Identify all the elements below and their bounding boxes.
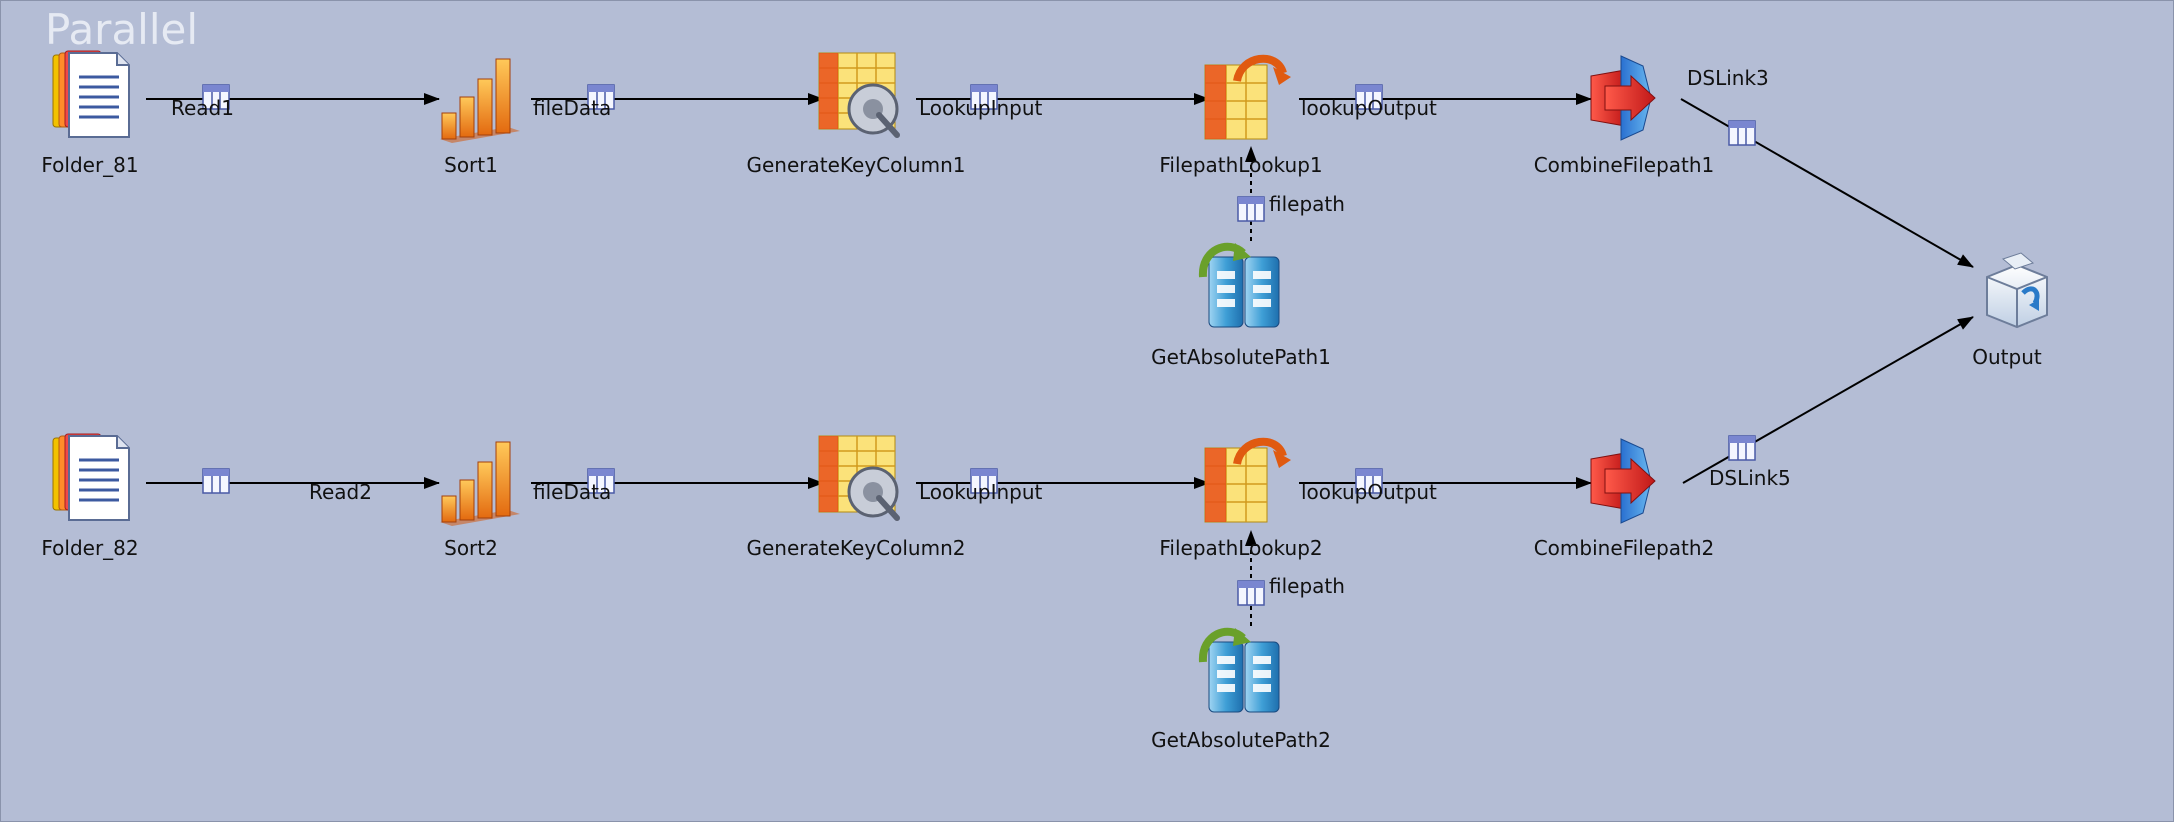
stage-getabsolutepath2[interactable]: GetAbsolutePath2 xyxy=(1151,628,1331,752)
sort-stage-icon[interactable] xyxy=(439,58,521,144)
link-sort1-to-generatekeycolumn1[interactable]: fileData xyxy=(531,84,824,120)
stage-folder-82[interactable]: Folder_82 xyxy=(41,432,139,560)
link-table-icon[interactable] xyxy=(202,468,230,494)
lookup-stage-icon[interactable] xyxy=(1205,442,1291,522)
key-generator-stage-icon[interactable] xyxy=(819,53,897,135)
stage-label: GenerateKeyColumn2 xyxy=(747,536,966,560)
link-generatekeycolumn1-to-filepathlookup1[interactable]: LookupInput xyxy=(916,84,1210,120)
stage-filepathlookup1[interactable]: FilepathLookup1 xyxy=(1159,59,1323,177)
link-line[interactable] xyxy=(1680,98,1974,268)
stage-generatekeycolumn1[interactable]: GenerateKeyColumn1 xyxy=(747,53,966,177)
link-generatekeycolumn2-to-filepathlookup2[interactable]: LookupInput xyxy=(916,468,1210,504)
stage-label: Sort1 xyxy=(444,153,498,177)
stage-sort1[interactable]: Sort1 xyxy=(439,58,521,177)
stage-combinefilepath1[interactable]: CombineFilepath1 xyxy=(1534,55,1715,177)
link-label: fileData xyxy=(533,480,611,504)
link-label: Read2 xyxy=(309,480,372,504)
link-table-icon[interactable] xyxy=(1728,435,1756,461)
link-label: lookupOutput xyxy=(1301,480,1437,504)
stage-label: FilepathLookup1 xyxy=(1159,153,1322,177)
funnel-stage-icon[interactable] xyxy=(1590,55,1656,141)
link-label: fileData xyxy=(533,96,611,120)
link-label: LookupInput xyxy=(919,96,1043,120)
link-getabsolutepath2-to-filepathlookup2[interactable]: filepath xyxy=(1237,530,1345,626)
link-filepathlookup2-to-combinefilepath2[interactable]: lookupOutput xyxy=(1299,468,1592,504)
link-label: LookupInput xyxy=(919,480,1043,504)
dataset-stage-icon[interactable] xyxy=(1203,628,1279,712)
stage-output[interactable]: Output xyxy=(1972,253,2047,369)
link-combinefilepath1-to-output[interactable]: DSLink3 xyxy=(1680,66,1974,268)
stage-label: Sort2 xyxy=(444,536,498,560)
link-label: DSLink5 xyxy=(1709,466,1791,490)
funnel-stage-icon[interactable] xyxy=(1590,438,1656,524)
link-folder-82-to-sort2[interactable]: Read2 xyxy=(146,468,440,504)
link-label: Read1 xyxy=(171,96,234,120)
stage-label: GenerateKeyColumn1 xyxy=(747,153,966,177)
stage-getabsolutepath1[interactable]: GetAbsolutePath1 xyxy=(1151,243,1331,369)
link-line[interactable] xyxy=(1682,316,1974,484)
link-label: DSLink3 xyxy=(1687,66,1769,90)
canvas-title: Parallel xyxy=(45,5,199,54)
output-box-icon[interactable] xyxy=(1987,253,2047,327)
stage-generatekeycolumn2[interactable]: GenerateKeyColumn2 xyxy=(747,436,966,560)
link-filepathlookup1-to-combinefilepath1[interactable]: lookupOutput xyxy=(1299,84,1592,120)
link-table-icon[interactable] xyxy=(1728,120,1756,146)
stage-combinefilepath2[interactable]: CombineFilepath2 xyxy=(1534,438,1715,560)
link-getabsolutepath1-to-filepathlookup1[interactable]: filepath xyxy=(1237,146,1345,241)
stage-label: FilepathLookup2 xyxy=(1159,536,1322,560)
stage-folder-81[interactable]: Folder_81 xyxy=(41,49,139,177)
stage-label: CombineFilepath1 xyxy=(1534,153,1715,177)
dataset-stage-icon[interactable] xyxy=(1203,243,1279,327)
link-label: filepath xyxy=(1269,574,1345,598)
stage-label: Folder_81 xyxy=(41,153,138,177)
sort-stage-icon[interactable] xyxy=(439,441,521,527)
link-label: lookupOutput xyxy=(1301,96,1437,120)
stage-label: Folder_82 xyxy=(41,536,138,560)
stage-label: Output xyxy=(1972,345,2042,369)
link-table-icon[interactable] xyxy=(1237,580,1265,606)
link-combinefilepath2-to-output[interactable]: DSLink5 xyxy=(1682,316,1974,490)
stage-label: GetAbsolutePath1 xyxy=(1151,345,1331,369)
lookup-stage-icon[interactable] xyxy=(1205,59,1291,139)
stage-filepathlookup2[interactable]: FilepathLookup2 xyxy=(1159,442,1323,560)
link-label: filepath xyxy=(1269,192,1345,216)
link-table-icon[interactable] xyxy=(1237,196,1265,222)
stage-sort2[interactable]: Sort2 xyxy=(439,441,521,560)
link-folder-81-to-sort1[interactable]: Read1 xyxy=(146,84,440,120)
link-sort2-to-generatekeycolumn2[interactable]: fileData xyxy=(531,468,824,504)
stage-label: GetAbsolutePath2 xyxy=(1151,728,1331,752)
folder-stage-icon[interactable] xyxy=(51,432,131,522)
key-generator-stage-icon[interactable] xyxy=(819,436,897,518)
folder-stage-icon[interactable] xyxy=(51,49,131,139)
stage-label: CombineFilepath2 xyxy=(1534,536,1715,560)
